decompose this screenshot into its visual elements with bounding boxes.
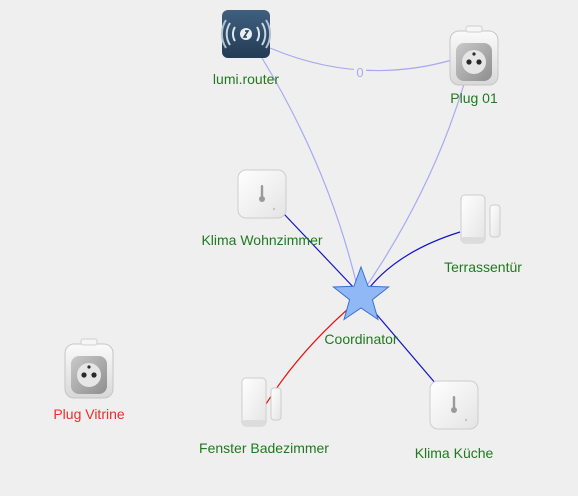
coordinator-star-icon [332, 265, 390, 321]
node-label: Klima Küche [415, 445, 494, 461]
door-sensor-icon [241, 377, 282, 427]
link-klima_wohn-coordinator[interactable] [283, 213, 357, 291]
node-label: lumi.router [213, 71, 279, 87]
smart-plug-icon [449, 25, 499, 86]
node-klima-kueche[interactable]: Klima Küche [415, 380, 494, 461]
router-icon [220, 9, 272, 59]
node-plug01[interactable]: Plug 01 [449, 25, 499, 106]
link-label: 0 [356, 65, 363, 80]
node-label: Terrassentür [444, 259, 522, 275]
node-label: Plug 01 [450, 90, 498, 106]
node-klima-wohn[interactable]: Klima Wohnzimmer [201, 169, 323, 248]
temperature-sensor-icon [237, 169, 287, 219]
node-label: Klima Wohnzimmer [201, 232, 322, 248]
temperature-sensor-icon [429, 380, 479, 430]
door-sensor-icon [460, 194, 501, 244]
link-plug01-coordinator[interactable] [363, 83, 465, 291]
node-label: Fenster Badezimmer [199, 440, 329, 456]
node-label: Coordinator [324, 331, 397, 347]
node-fenster-bad[interactable]: Fenster Badezimmer [199, 377, 329, 456]
link-label-background [354, 66, 366, 80]
node-coordinator[interactable]: Coordinator [324, 265, 398, 347]
link-terrasse-coordinator[interactable] [365, 231, 461, 293]
node-plug-vitrine[interactable]: Plug Vitrine [53, 338, 125, 422]
link-router-coordinator[interactable] [261, 57, 359, 291]
link-klima_kueche-coordinator[interactable] [365, 301, 437, 385]
smart-plug-icon [64, 338, 114, 399]
node-router[interactable]: lumi.router [213, 9, 279, 87]
node-label: Plug Vitrine [53, 406, 125, 422]
node-terrasse[interactable]: Terrassentür [444, 194, 522, 275]
